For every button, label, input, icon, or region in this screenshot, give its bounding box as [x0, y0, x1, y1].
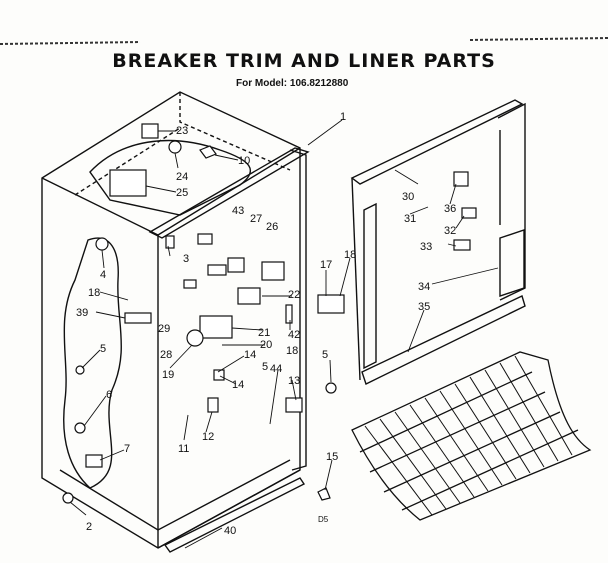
- callout-14b: 14: [232, 379, 244, 391]
- callout-1: 1: [340, 111, 346, 123]
- door-liner: [350, 99, 526, 385]
- part-21: [199, 315, 233, 339]
- callout-12: 12: [202, 431, 214, 443]
- liner-cabinet: [41, 91, 310, 553]
- callout-5b: 5: [262, 361, 268, 373]
- part-22-bracket: [261, 261, 285, 281]
- callout-27: 27: [250, 213, 262, 225]
- part-27: [207, 264, 227, 276]
- callout-31: 31: [404, 213, 416, 225]
- part-3: [165, 235, 175, 249]
- part-33: [453, 239, 471, 251]
- diagram-title: BREAKER TRIM AND LINER PARTS: [112, 50, 496, 72]
- callout-24: 24: [176, 171, 188, 183]
- callout-18a: 18: [88, 287, 100, 299]
- model-subtitle: For Model: 106.8212880: [236, 78, 349, 89]
- callout-29: 29: [158, 323, 170, 335]
- callout-19: 19: [162, 369, 174, 381]
- cabinet-parts: [62, 123, 345, 504]
- callout-42: 42: [288, 329, 300, 341]
- part-42: [285, 304, 293, 324]
- part-10: [199, 145, 217, 159]
- callout-44: 44: [270, 363, 282, 375]
- scan-edge-right: [469, 37, 608, 41]
- callout-40: 40: [224, 525, 236, 537]
- callout-26: 26: [266, 221, 278, 233]
- callout-34: 34: [418, 281, 430, 293]
- part-2: [62, 492, 74, 504]
- part-6: [74, 422, 86, 434]
- callout-7: 7: [124, 443, 130, 455]
- part-15: [317, 487, 331, 501]
- scan-edge-left: [0, 41, 141, 45]
- callout-21: 21: [258, 327, 270, 339]
- callout-25: 25: [176, 187, 188, 199]
- callout-6: 6: [106, 389, 112, 401]
- part-22: [237, 287, 261, 305]
- callout-43: 43: [232, 205, 244, 217]
- part-7: [85, 454, 103, 468]
- part-23: [141, 123, 159, 139]
- callout-28: 28: [160, 349, 172, 361]
- callout-4: 4: [100, 269, 106, 281]
- part-5-right: [325, 382, 337, 394]
- part-32: [461, 207, 477, 219]
- part-17: [317, 294, 345, 314]
- part-25: [109, 169, 147, 197]
- door-parts: [453, 171, 477, 251]
- callout-5a: 5: [100, 343, 106, 355]
- part-14: [213, 369, 225, 381]
- part-26: [227, 257, 245, 273]
- callout-33: 33: [420, 241, 432, 253]
- leader-lines: [69, 119, 499, 549]
- callout-20: 20: [260, 339, 272, 351]
- part-13: [285, 397, 303, 413]
- callout-2: 2: [86, 521, 92, 533]
- callout-39: 39: [76, 307, 88, 319]
- part-36: [453, 171, 469, 187]
- part-4: [95, 237, 109, 251]
- callout-17: 17: [320, 259, 332, 271]
- wire-shelf: [351, 351, 592, 521]
- callout-36: 36: [444, 203, 456, 215]
- callout-14a: 14: [244, 349, 256, 361]
- callout-32: 32: [444, 225, 456, 237]
- callout-23: 23: [176, 125, 188, 137]
- callout-30: 30: [402, 191, 414, 203]
- callout-3: 3: [183, 253, 189, 265]
- footer-code: D5: [318, 515, 329, 524]
- callout-15: 15: [326, 451, 338, 463]
- callout-13: 13: [288, 375, 300, 387]
- callout-labels: 1 2 3 4 5 5 5 6 7 10 11 12 13 14 14 15 1…: [76, 111, 456, 537]
- callout-22: 22: [288, 289, 300, 301]
- part-39: [124, 312, 152, 324]
- part-12: [207, 397, 219, 413]
- part-24: [168, 140, 182, 154]
- callout-35: 35: [418, 301, 430, 313]
- callout-10: 10: [238, 155, 250, 167]
- part-29: [183, 279, 197, 289]
- part-28: [186, 329, 204, 347]
- callout-11: 11: [178, 443, 189, 455]
- callout-18b: 18: [344, 249, 356, 261]
- part-43: [197, 233, 213, 245]
- callout-5c: 5: [322, 349, 328, 361]
- callout-18c: 18: [286, 345, 298, 357]
